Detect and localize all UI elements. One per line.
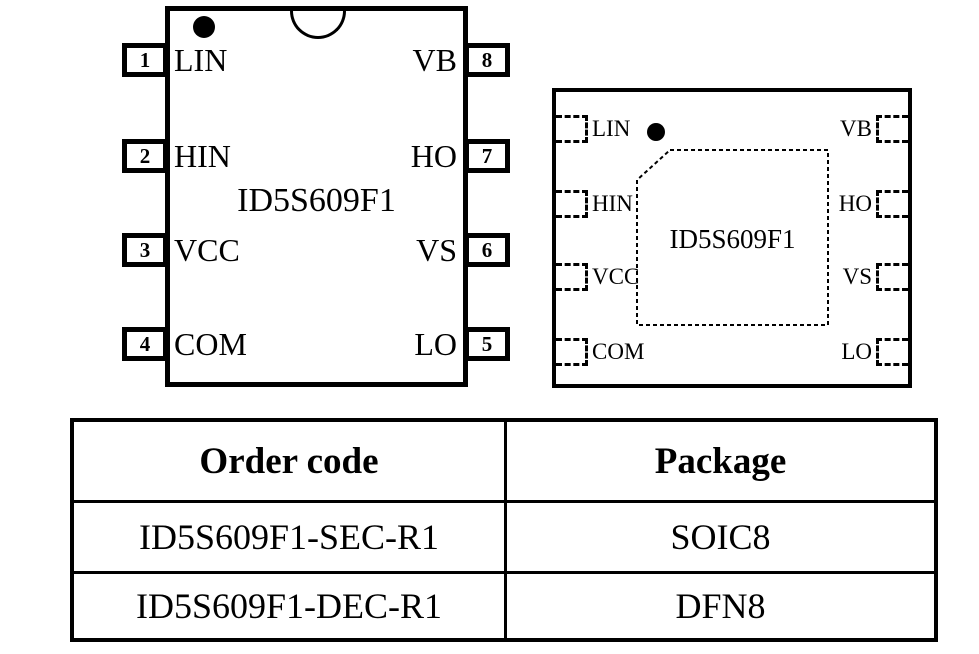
dfn8-pin-label-lin: LIN <box>592 116 631 141</box>
dfn8-pin-label-com: COM <box>592 339 645 364</box>
order-table-cell-order-code-2: ID5S609F1-DEC-R1 <box>74 574 507 638</box>
dfn8-package-diagram: LIN HIN VCC COM VB HO VS LO ID5S609F1 <box>552 88 912 388</box>
soic8-pin-7-number: 7 <box>481 143 493 168</box>
soic8-pin-3-box: 3 <box>122 233 168 267</box>
order-table-cell-package-1: SOIC8 <box>507 503 934 574</box>
dfn8-pad-vb <box>876 115 908 143</box>
order-code-table: Order code Package ID5S609F1-SEC-R1 SOIC… <box>70 418 938 642</box>
soic8-pin-label-vs: VS <box>416 232 457 268</box>
dfn8-pad-lo <box>876 338 908 366</box>
soic8-pin-label-vb: VB <box>412 42 457 78</box>
soic8-pin-label-lo: LO <box>414 326 457 362</box>
dfn8-pin-label-vs: VS <box>842 264 872 289</box>
order-table-header-package: Package <box>507 422 934 503</box>
order-table-header-order-code: Order code <box>74 422 507 503</box>
soic8-pin-5-number: 5 <box>481 331 493 356</box>
dfn8-pad-lin <box>556 115 588 143</box>
dfn8-pin1-dot-icon <box>647 123 665 141</box>
soic8-pin-5-box: 5 <box>464 327 510 361</box>
soic8-notch-icon <box>290 11 346 39</box>
soic8-body-outline: LIN HIN VCC COM VB HO VS LO ID5S609F1 <box>165 6 468 387</box>
dfn8-pin-label-ho: HO <box>838 191 872 216</box>
dfn8-pin-label-lo: LO <box>841 339 872 364</box>
order-table-cell-package-2: DFN8 <box>507 574 934 638</box>
dfn8-exposed-pad-outline <box>636 149 829 326</box>
soic8-pin-4-number: 4 <box>139 331 151 356</box>
dfn8-pad-vs <box>876 263 908 291</box>
dfn8-pin-label-vb: VB <box>840 116 872 141</box>
soic8-pin-4-box: 4 <box>122 327 168 361</box>
order-table-cell-order-code-1: ID5S609F1-SEC-R1 <box>74 503 507 574</box>
dfn8-pad-hin <box>556 190 588 218</box>
soic8-pin-8-box: 8 <box>464 43 510 77</box>
soic8-pin-6-number: 6 <box>481 237 493 262</box>
soic8-pin-label-hin: HIN <box>174 138 231 174</box>
soic8-pin-8-number: 8 <box>481 47 493 72</box>
soic8-pin-7-box: 7 <box>464 139 510 173</box>
soic8-pin-label-vcc: VCC <box>174 232 240 268</box>
soic8-pin-3-number: 3 <box>139 237 151 262</box>
soic8-pin-1-number: 1 <box>139 47 151 72</box>
dfn8-pin-label-hin: HIN <box>592 191 633 216</box>
dfn8-part-number: ID5S609F1 <box>669 224 796 254</box>
soic8-part-number: ID5S609F1 <box>237 182 396 219</box>
soic8-pin1-dot-icon <box>193 16 215 38</box>
soic8-pin-2-box: 2 <box>122 139 168 173</box>
soic8-pin-label-com: COM <box>174 326 247 362</box>
dfn8-pin-label-vcc: VCC <box>592 264 640 289</box>
soic8-pin-1-box: 1 <box>122 43 168 77</box>
soic8-pin-6-box: 6 <box>464 233 510 267</box>
dfn8-pad-vcc <box>556 263 588 291</box>
soic8-pin-2-number: 2 <box>139 143 151 168</box>
soic8-pin-label-lin: LIN <box>174 42 228 78</box>
dfn8-pad-com <box>556 338 588 366</box>
dfn8-pad-ho <box>876 190 908 218</box>
soic8-pin-label-ho: HO <box>410 138 457 174</box>
